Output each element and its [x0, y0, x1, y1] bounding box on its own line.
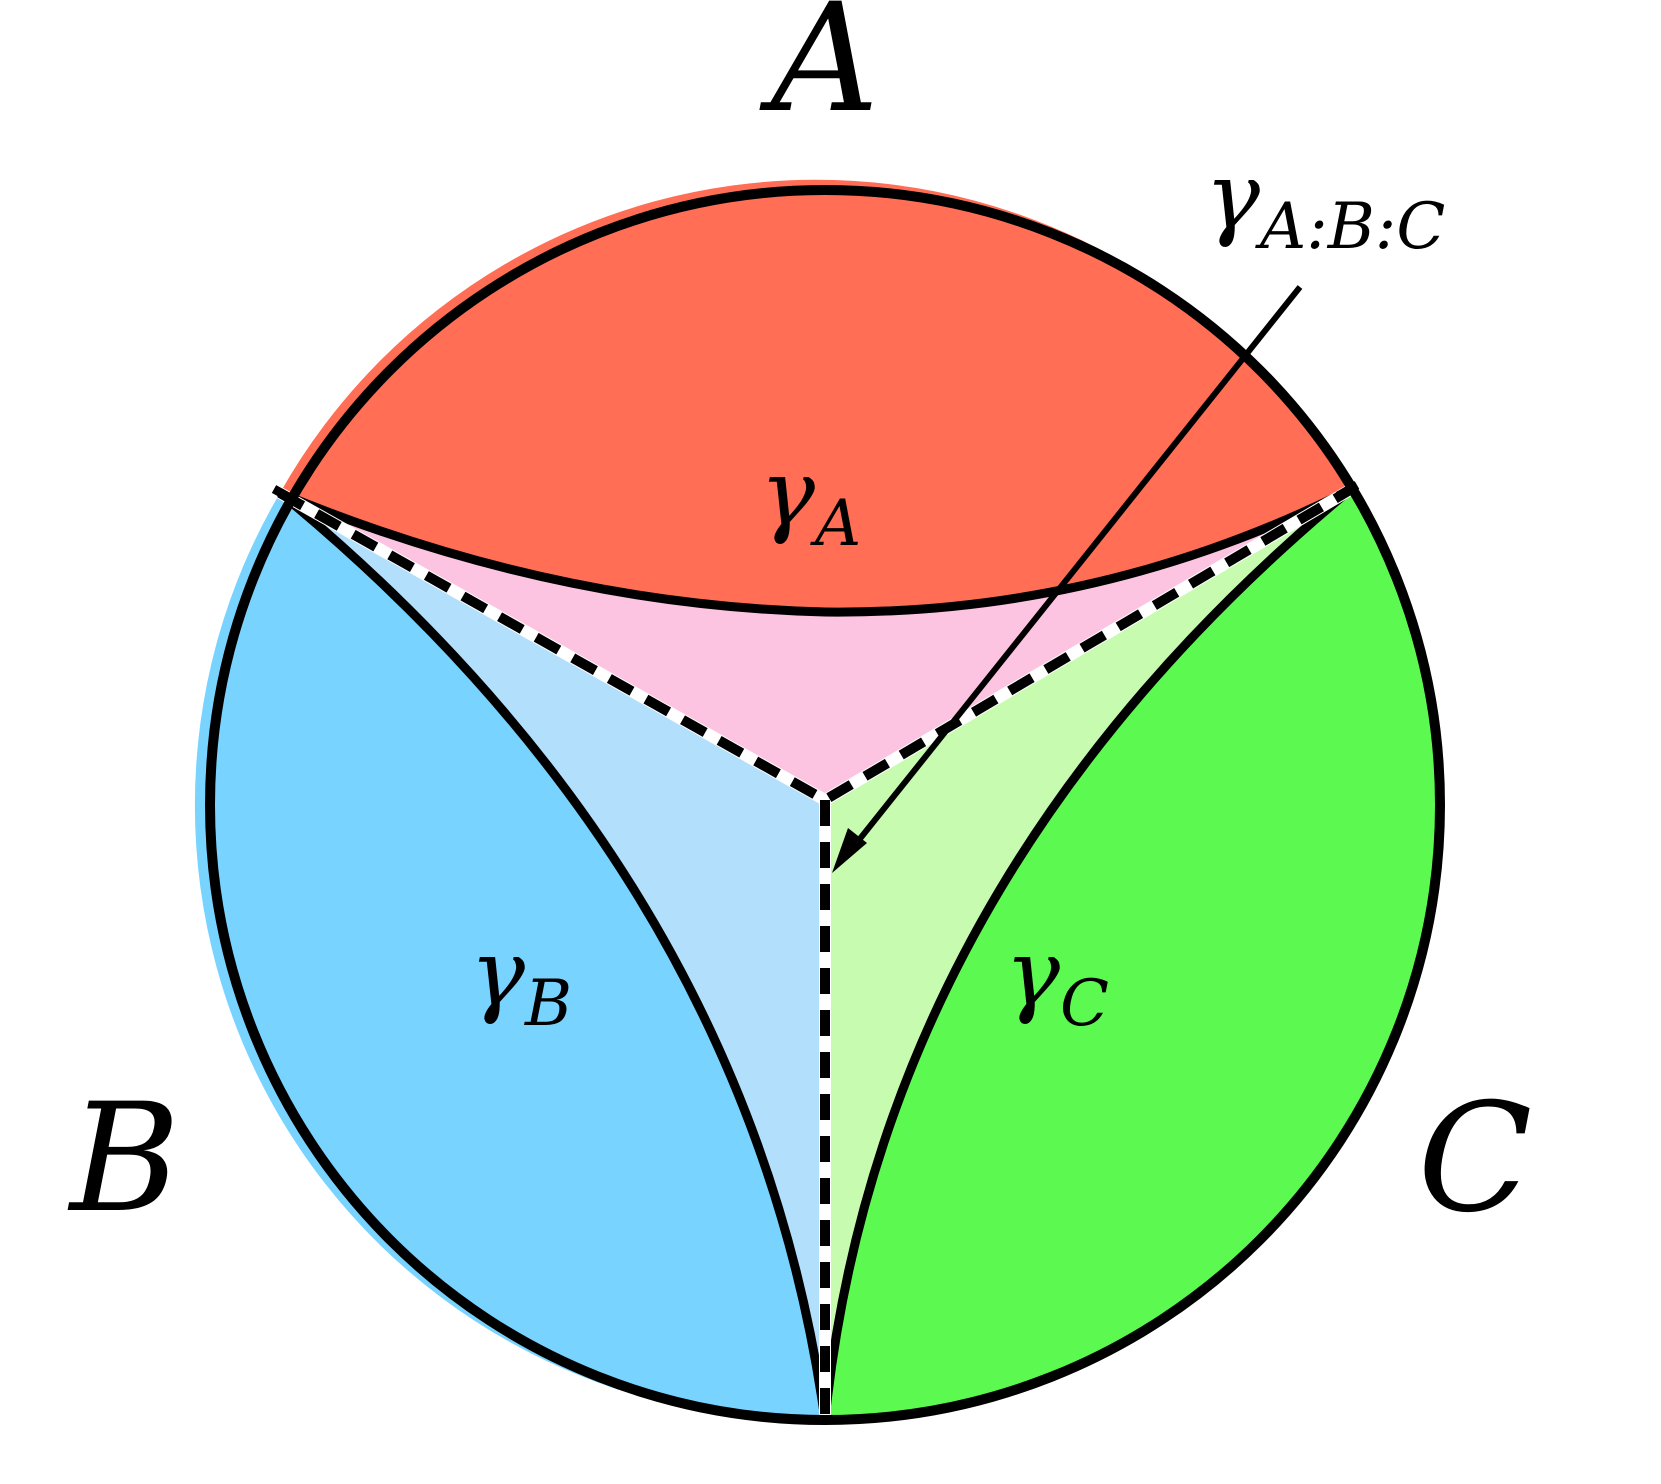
label-gamma-abc: γA:B:C: [1205, 143, 1445, 264]
geodesic-gamma-b-curve: [277, 489, 830, 1421]
endpoint-tick-right: [1335, 481, 1360, 500]
boundary-circle: [205, 185, 1445, 1425]
label-region-b: B: [67, 1072, 180, 1246]
label-gamma-b: γB: [470, 920, 572, 1041]
pointer-arrow-line: [852, 285, 1303, 847]
region-c-fill: [825, 490, 1437, 1420]
label-region-c: C: [1418, 1072, 1533, 1246]
pointer-arrowhead: [832, 828, 867, 873]
label-region-a: A: [759, 0, 879, 146]
endpoint-tick-left: [271, 485, 295, 503]
geodesic-gamma-c-curve: [820, 486, 1353, 1421]
region-b-fill: [194, 493, 825, 1421]
geodesic-gamma-abc-dashed: [277, 484, 1354, 1425]
label-gamma-a: γA: [760, 440, 861, 561]
label-gamma-c: γC: [1005, 920, 1109, 1041]
geodesic-gamma-a-curve: [278, 485, 1353, 617]
region-a-fill: [280, 179, 1350, 613]
wedge-a-region: [280, 490, 1350, 800]
